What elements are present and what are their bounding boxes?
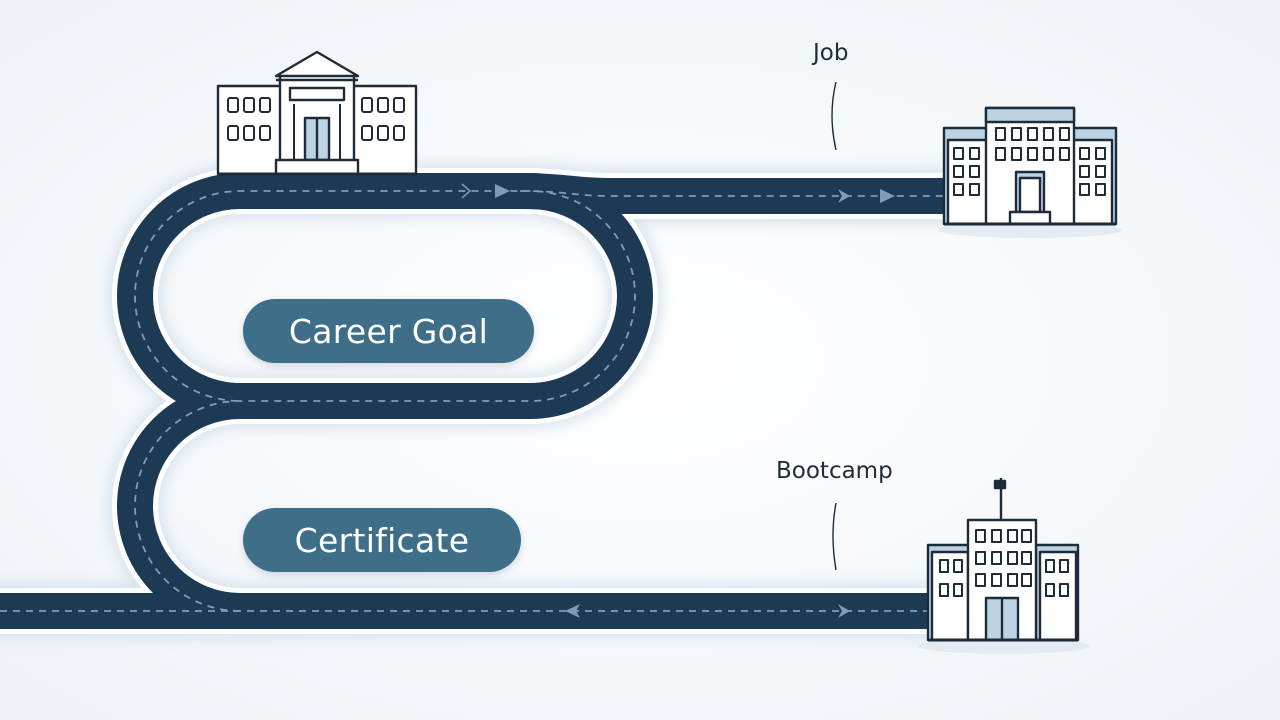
direction-arrow-icon — [565, 604, 580, 618]
road — [0, 168, 950, 634]
career-goal-label: Career Goal — [288, 311, 489, 351]
bootcamp-leader-line — [832, 502, 837, 571]
university-building-icon — [216, 50, 418, 176]
career-goal-milestone: Career Goal — [243, 299, 534, 363]
bootcamp-label: Bootcamp — [776, 458, 893, 484]
direction-arrows — [461, 183, 895, 618]
direction-arrow-icon — [495, 184, 510, 198]
direction-arrow-icon — [838, 604, 850, 618]
direction-arrow-icon — [880, 189, 895, 203]
certificate-milestone: Certificate — [243, 508, 521, 572]
office-building-icon — [938, 106, 1122, 238]
direction-arrow-icon — [838, 189, 850, 203]
job-label: Job — [813, 40, 849, 66]
certificate-label: Certificate — [294, 520, 470, 560]
job-leader-line — [831, 81, 837, 151]
school-building-icon — [918, 478, 1090, 654]
direction-arrow-icon — [461, 183, 472, 199]
